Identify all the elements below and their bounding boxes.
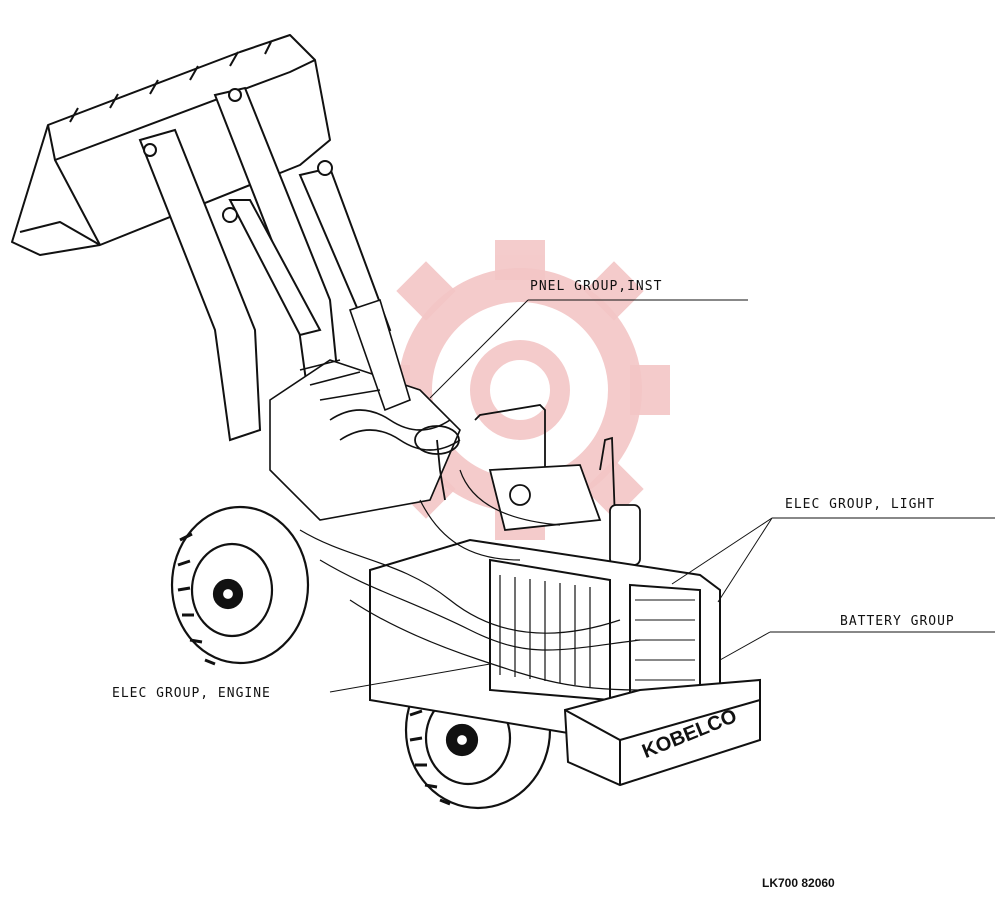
callout-panel-group: PNEL GROUP,INST — [530, 279, 663, 294]
wiring-harness — [299, 469, 641, 691]
operator-station — [414, 404, 641, 566]
lift-arms — [138, 86, 392, 445]
callout-elec-engine: ELEC GROUP, ENGINE — [112, 686, 271, 701]
leader-lines — [329, 299, 995, 693]
callout-battery-group: BATTERY GROUP — [840, 614, 955, 629]
callout-elec-light: ELEC GROUP, LIGHT — [785, 497, 936, 512]
front-left-wheel — [170, 505, 310, 665]
engine-compartment — [369, 538, 721, 742]
figure-number: LK700 82060 — [762, 876, 835, 890]
front-frame — [269, 298, 461, 521]
